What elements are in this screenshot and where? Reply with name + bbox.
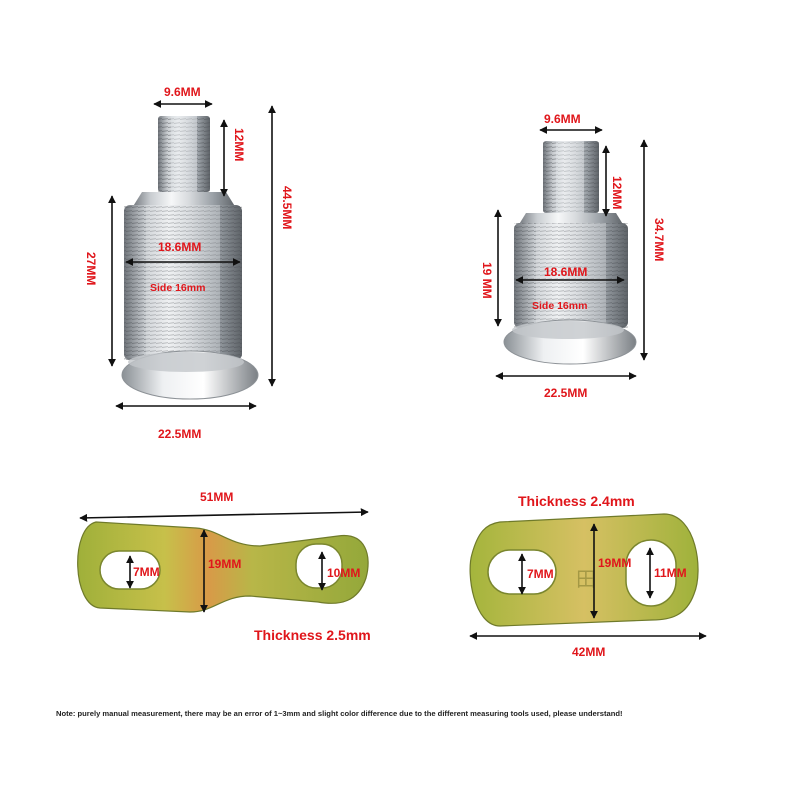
cam-short-hole-left-label: 7MM <box>527 567 554 581</box>
lock-large-stem-height-label: 12MM <box>232 128 246 162</box>
lock-large-dimension-lines <box>108 100 276 410</box>
cam-long-length-label: 51MM <box>200 490 234 504</box>
cam-short-length-label: 42MM <box>572 645 606 659</box>
lock-small-stem-height-label: 12MM <box>610 176 624 210</box>
lock-small-body-height-label: 19 MM <box>480 262 494 299</box>
lock-small-total-height-label: 34.7MM <box>652 218 666 262</box>
lock-small-flange-diameter-label: 22.5MM <box>544 386 588 400</box>
measurement-note: Note: purely manual measurement, there m… <box>56 709 623 718</box>
lock-large-body-height-label: 27MM <box>84 252 98 286</box>
lock-small-thread-diameter-label: 18.6MM <box>544 265 588 279</box>
cam-lock-small-image <box>503 141 637 365</box>
cam-short-dimension-lines <box>469 523 707 640</box>
cam-long-hole-left-label: 7MM <box>133 565 160 579</box>
cam-long-thickness-label: Thickness 2.5mm <box>254 627 371 643</box>
svg-text:田: 田 <box>576 567 596 591</box>
cam-short-thickness-label: Thickness 2.4mm <box>518 493 635 509</box>
lock-large-thread-diameter-label: 18.6MM <box>158 240 202 254</box>
cam-lock-large-image <box>121 116 259 400</box>
cam-plate-short-image: 田 <box>469 513 699 627</box>
lock-small-dimension-lines <box>494 126 648 380</box>
lock-large-flange-diameter-label: 22.5MM <box>158 427 202 441</box>
lock-large-total-height-label: 44.5MM <box>280 186 294 230</box>
cam-short-width-label: 19MM <box>598 556 632 570</box>
cam-long-width-label: 19MM <box>208 557 242 571</box>
lock-large-stem-width-label: 9.6MM <box>164 85 201 99</box>
lock-small-stem-width-label: 9.6MM <box>544 112 581 126</box>
cam-short-hole-right-label: 11MM <box>654 566 687 580</box>
lock-small-side-label: Side 16mm <box>532 300 588 312</box>
lock-large-side-label: Side 16mm <box>150 282 206 294</box>
cam-long-hole-right-label: 10MM <box>327 566 361 580</box>
cam-long-dimension-lines <box>79 508 369 613</box>
